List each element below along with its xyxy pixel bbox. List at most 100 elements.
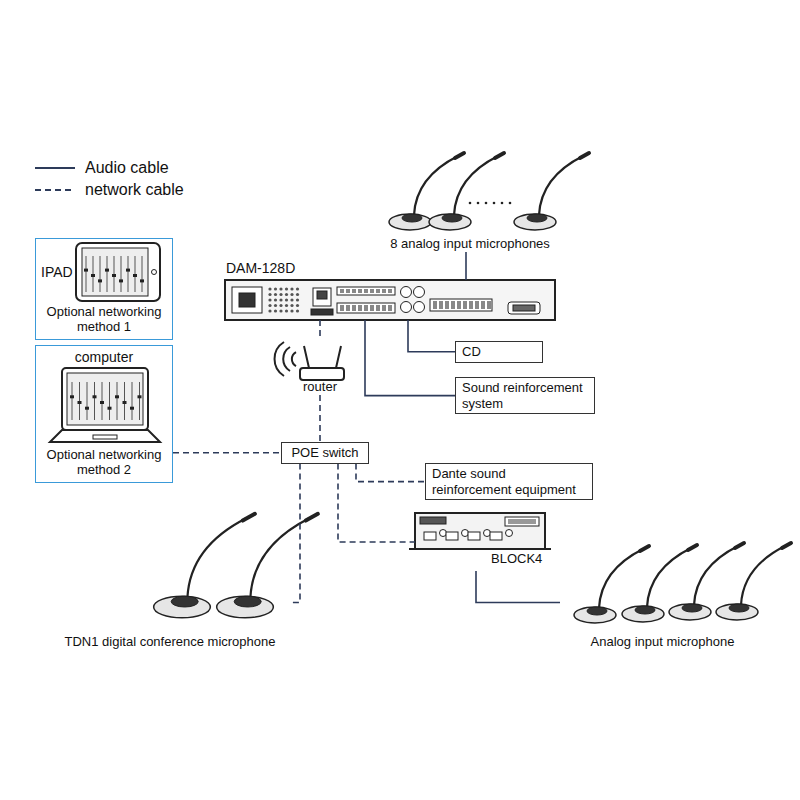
network-cable bbox=[356, 464, 425, 482]
grille-hole bbox=[279, 304, 282, 307]
grille-hole bbox=[290, 287, 293, 290]
legend-item: network cable bbox=[33, 179, 184, 201]
legend-sample bbox=[33, 163, 77, 173]
node-note: Optional networking method 2 bbox=[36, 447, 172, 478]
grille-hole bbox=[296, 298, 299, 301]
knob bbox=[440, 530, 447, 537]
microphone-icon bbox=[389, 153, 464, 230]
fader bbox=[142, 256, 143, 292]
grille-hole bbox=[279, 309, 282, 312]
legend-text: network cable bbox=[85, 180, 184, 199]
microphone-icon bbox=[716, 543, 791, 620]
block4-detail bbox=[424, 530, 513, 541]
input-port bbox=[468, 532, 480, 540]
grille-hole bbox=[274, 304, 277, 307]
legend-item: Audio cable bbox=[33, 157, 184, 179]
grille-hole bbox=[285, 293, 288, 296]
terminal bbox=[370, 305, 374, 311]
terminal bbox=[439, 301, 443, 309]
grille-hole bbox=[285, 287, 288, 290]
legend-text: Audio cable bbox=[85, 158, 169, 177]
microphone-icon bbox=[514, 153, 589, 230]
network-cable bbox=[173, 452, 281, 454]
grille-hole bbox=[296, 309, 299, 312]
grille-hole bbox=[290, 298, 293, 301]
terminal bbox=[346, 289, 350, 293]
fader-cap bbox=[123, 401, 127, 404]
grille-hole bbox=[279, 298, 282, 301]
terminal bbox=[364, 305, 368, 311]
terminal bbox=[358, 289, 362, 293]
tablet-faders bbox=[84, 256, 144, 292]
terminal bbox=[487, 301, 491, 309]
fader-cap bbox=[85, 407, 89, 410]
microphone-icon bbox=[217, 514, 318, 618]
grille-hole bbox=[274, 298, 277, 301]
terminal bbox=[388, 305, 392, 311]
terminal bbox=[352, 305, 356, 311]
node-label: DAM-128D bbox=[226, 260, 295, 277]
router-node: router bbox=[285, 338, 355, 395]
terminal bbox=[463, 301, 467, 309]
grille-hole bbox=[268, 304, 271, 307]
cd-box: CD bbox=[455, 341, 543, 363]
network-cable bbox=[319, 395, 321, 442]
legend: Audio cable network cable bbox=[33, 157, 184, 201]
node-label: Dante sound reinforcement equipment bbox=[432, 466, 586, 497]
network-cable bbox=[319, 320, 321, 338]
grille-hole bbox=[274, 287, 277, 290]
terminal bbox=[352, 289, 356, 293]
grille-hole bbox=[279, 287, 282, 290]
node-label: 8 analog input microphones bbox=[390, 236, 550, 252]
legend-sample bbox=[33, 185, 77, 195]
fader bbox=[109, 382, 110, 420]
fader bbox=[121, 256, 122, 292]
node-label: TDN1 digital conference microphone bbox=[65, 634, 276, 650]
fader bbox=[132, 382, 133, 420]
grille-hole bbox=[268, 293, 271, 296]
grille-hole bbox=[268, 287, 271, 290]
terminal bbox=[376, 305, 380, 311]
fader-cap bbox=[93, 395, 97, 398]
fader bbox=[100, 256, 101, 292]
switch-box: POE switch bbox=[281, 442, 369, 464]
mic-group: 8 analog input microphones bbox=[380, 150, 560, 252]
grille-hole bbox=[290, 293, 293, 296]
fader-cap bbox=[78, 401, 82, 404]
fader-cap bbox=[115, 395, 119, 398]
fader bbox=[94, 382, 95, 420]
fader-cap bbox=[91, 274, 95, 277]
grille-hole bbox=[268, 309, 271, 312]
grille-hole bbox=[268, 298, 271, 301]
fader-cap bbox=[138, 395, 142, 398]
terminal bbox=[481, 301, 485, 309]
laptop-faders bbox=[70, 382, 142, 420]
terminal bbox=[340, 289, 344, 293]
input-port bbox=[490, 532, 502, 540]
mixer-device: DAM-128D bbox=[225, 280, 555, 320]
network-cable bbox=[338, 464, 415, 542]
knob bbox=[484, 530, 491, 537]
fader bbox=[128, 256, 129, 292]
terminal bbox=[346, 305, 350, 311]
node-label: POE switch bbox=[286, 445, 364, 461]
fader bbox=[139, 382, 140, 420]
node-label: BLOCK4 bbox=[491, 551, 542, 567]
input-port bbox=[446, 532, 458, 540]
terminal bbox=[370, 289, 374, 293]
fader-cap bbox=[130, 407, 134, 410]
fader-cap bbox=[100, 401, 104, 404]
terminal bbox=[469, 301, 473, 309]
grille-hole bbox=[285, 309, 288, 312]
fader bbox=[86, 256, 87, 292]
laptop-icon bbox=[50, 368, 160, 442]
terminal bbox=[388, 289, 392, 293]
network-cable bbox=[290, 464, 300, 603]
grille-hole bbox=[296, 293, 299, 296]
microphone-icon bbox=[429, 153, 504, 230]
router-icon bbox=[275, 342, 344, 380]
fader bbox=[117, 382, 118, 420]
node-note: Optional networking method 1 bbox=[36, 304, 172, 335]
node-label: CD bbox=[462, 344, 536, 360]
